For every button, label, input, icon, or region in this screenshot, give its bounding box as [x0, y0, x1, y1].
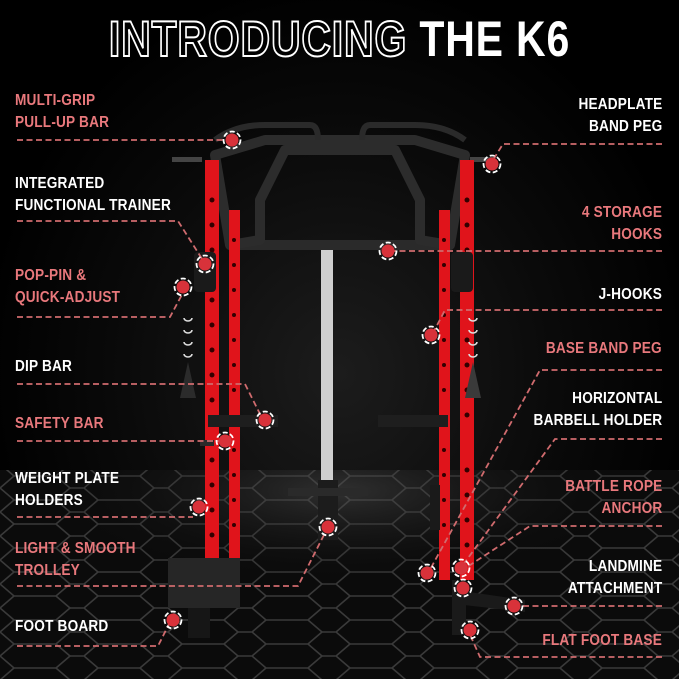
- label-flat-foot-base: FLAT FOOT BASE: [542, 632, 662, 649]
- label-landmine-attachment: LANDMINE ATTACHMENT: [567, 558, 662, 597]
- label-headplate-band-peg: HEADPLATE BAND PEG: [578, 96, 662, 135]
- label-weight-plate-holders: WEIGHT PLATE HOLDERS: [15, 470, 120, 509]
- label-j-hooks: J-HOOKS: [598, 286, 662, 303]
- label-safety-bar: SAFETY BAR: [15, 415, 104, 432]
- label-horizontal-barbell-holder: HORIZONTAL BARBELL HOLDER: [533, 390, 662, 429]
- marker-dots: [163, 130, 524, 640]
- title-outline-text: INTRODUCING: [108, 10, 408, 68]
- hex-floor-pattern: [0, 470, 679, 679]
- label-pop-pin-quick-adjust: POP-PIN & QUICK-ADJUST: [15, 267, 121, 306]
- title-solid-text: THE K6: [419, 11, 571, 67]
- label-multi-grip-pull-up-bar: MULTI-GRIP PULL-UP BAR: [15, 92, 110, 131]
- page-title: INTRODUCING THE K6: [61, 6, 618, 72]
- label-battle-rope-anchor: BATTLE ROPE ANCHOR: [564, 478, 662, 517]
- label-dip-bar: DIP BAR: [15, 358, 73, 375]
- label-base-band-peg: BASE BAND PEG: [546, 340, 662, 357]
- label-foot-board: FOOT BOARD: [15, 618, 109, 635]
- label-integrated-functional-trainer: INTEGRATED FUNCTIONAL TRAINER: [15, 175, 171, 214]
- label-4-storage-hooks: 4 STORAGE HOOKS: [581, 204, 662, 243]
- label-light-smooth-trolley: LIGHT & SMOOTH TROLLEY: [15, 540, 136, 579]
